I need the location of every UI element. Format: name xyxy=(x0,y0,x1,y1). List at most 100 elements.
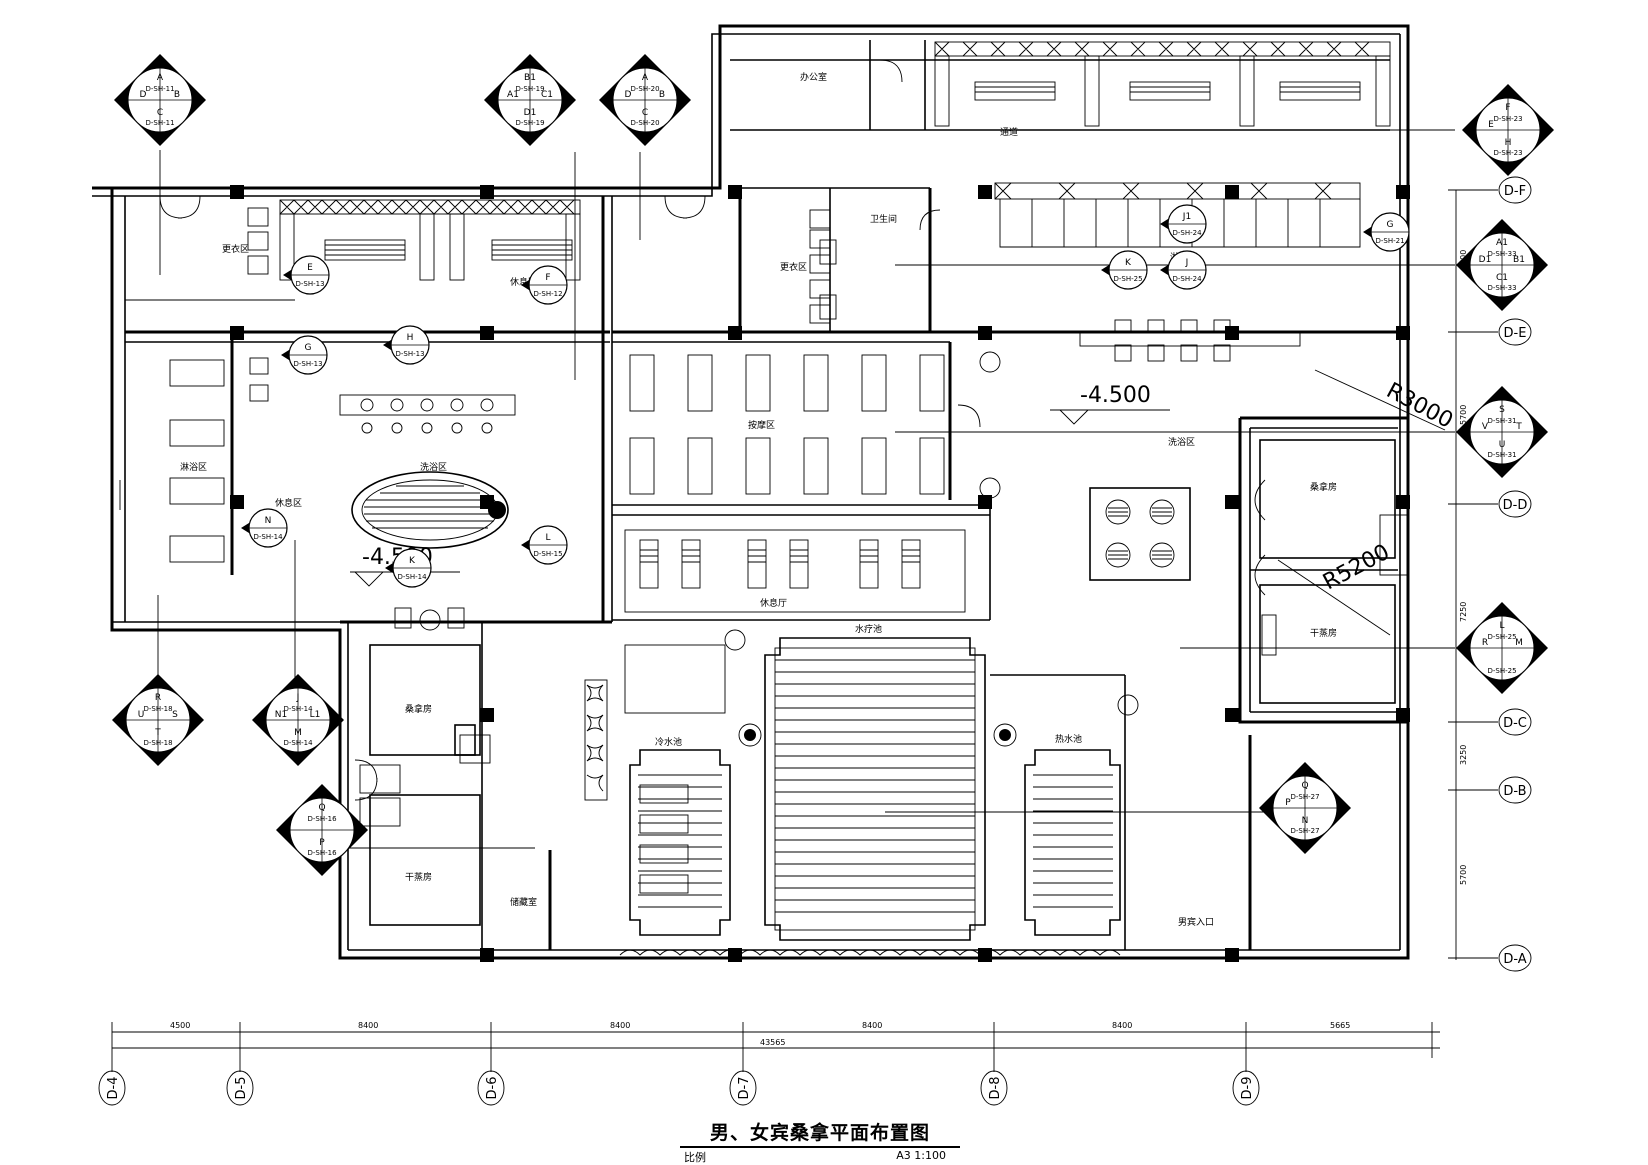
tag-code: D-SH-20 xyxy=(630,85,659,93)
tag-letter-top: F xyxy=(1505,103,1510,113)
section-marker: L D-SH-15 xyxy=(521,525,568,565)
room-label: 通道 xyxy=(1000,126,1018,138)
marker-code: D-SH-25 xyxy=(1113,275,1142,283)
level-mark-right: -4.500 xyxy=(1050,383,1170,425)
marker-code: D-SH-13 xyxy=(295,280,324,288)
room-label: 洗浴区 xyxy=(420,461,447,473)
marker-letter: H xyxy=(407,333,414,343)
tag-letter-top: A xyxy=(642,73,649,83)
tag-letter-bottom: M xyxy=(294,728,302,738)
tag-letter-bottom: C xyxy=(157,108,163,118)
marker-code: D-SH-14 xyxy=(397,573,427,581)
interior-walls xyxy=(125,40,1408,950)
tag-letter-bottom: D1 xyxy=(524,108,537,118)
lockers xyxy=(279,41,1391,281)
tag-code: D-SH-31 xyxy=(1487,451,1516,459)
drawing-title: 男、女宾桑拿平面布置图 xyxy=(709,1122,930,1144)
tag-letter-right: T xyxy=(1515,422,1522,432)
tag-code: D-SH-31 xyxy=(1487,417,1516,425)
axis-col-label: D-9 xyxy=(1240,1077,1255,1100)
tag-code: D-SH-27 xyxy=(1290,827,1319,835)
axis-col-label: D-5 xyxy=(234,1077,249,1100)
section-marker: JD-SH-24 xyxy=(1160,250,1207,290)
axis-row-label: D-A xyxy=(1503,952,1526,967)
tag-letter-left: D xyxy=(625,90,632,100)
radius-label-2: R5200 xyxy=(1319,540,1394,596)
tag-letter-top: R xyxy=(155,693,161,703)
tag-letter-top: Q xyxy=(1301,781,1308,791)
tag-letter-right: B xyxy=(659,90,665,100)
tag-code: D-SH-25 xyxy=(1487,633,1516,641)
room-label: 干蒸房 xyxy=(1310,627,1337,639)
marker-code: D-SH-12 xyxy=(533,290,562,298)
dim-v-4: 3250 xyxy=(1459,745,1468,765)
tag-letter-top: Q xyxy=(318,803,325,813)
marker-letter: K xyxy=(409,556,416,566)
tag-letter-left: A1 xyxy=(507,90,519,100)
dim-v-5: 5700 xyxy=(1459,865,1468,885)
tag-code: D-SH-16 xyxy=(307,815,337,823)
section-marker: GD-SH-21 xyxy=(1363,212,1410,252)
marker-arrow-icon xyxy=(1363,227,1371,237)
tag-code: D-SH-27 xyxy=(1290,793,1319,801)
tag-letter-bottom: H xyxy=(1505,138,1512,148)
section-marker: H D-SH-13 xyxy=(383,325,430,365)
tag-letter-top: L xyxy=(1499,621,1504,631)
tag-code: D-SH-14 xyxy=(283,739,313,747)
marker-arrow-icon xyxy=(1160,219,1168,229)
marker-letter: F xyxy=(545,273,550,283)
dim-h-5: 8400 xyxy=(1112,1021,1132,1030)
room-label: 淋浴区 xyxy=(180,461,207,473)
room-label: 热水池 xyxy=(1055,733,1082,745)
room-label: 桑拿房 xyxy=(405,703,432,715)
section-marker: F D-SH-12 xyxy=(521,265,568,305)
tag-letter-right: C1 xyxy=(541,90,553,100)
tag-letter-right: L1 xyxy=(310,710,321,720)
marker-letter: L xyxy=(545,533,550,543)
tag-letter-bottom: T xyxy=(154,728,161,738)
marker-letter: K xyxy=(1125,258,1132,268)
tag-letter-bottom: N xyxy=(1302,816,1309,826)
marker-code: D-SH-13 xyxy=(395,350,424,358)
marker-arrow-icon xyxy=(281,350,289,360)
tag-code: D-SH-11 xyxy=(145,119,174,127)
marker-arrow-icon xyxy=(241,523,249,533)
room-label: 洗浴区 xyxy=(1168,436,1195,448)
tag-letter-left: R xyxy=(1482,638,1488,648)
scale-value: A3 1:100 xyxy=(896,1149,946,1162)
tag-code: D-SH-19 xyxy=(515,119,544,127)
room-label: 桑拿房 xyxy=(1310,481,1337,493)
tag-code: D-SH-23 xyxy=(1493,149,1522,157)
marker-letter: J xyxy=(1185,258,1189,268)
axis-col-label: D-4 xyxy=(106,1077,121,1100)
vanities xyxy=(247,207,1301,434)
title-underline xyxy=(680,1146,960,1148)
tag-letter-bottom: P xyxy=(319,838,325,848)
marker-code: D-SH-13 xyxy=(293,360,322,368)
room-label: 卫生间 xyxy=(870,213,897,225)
tag-code: D-SH-19 xyxy=(515,85,544,93)
axis-col-label: D-8 xyxy=(988,1077,1003,1100)
elevation-tag: QPD-SH-16D-SH-16 xyxy=(276,784,368,876)
tag-letter-top: A xyxy=(157,73,164,83)
tag-code: D-SH-20 xyxy=(630,119,659,127)
plants xyxy=(394,351,1139,956)
tag-letter-left: N1 xyxy=(275,710,287,720)
tag-code: D-SH-23 xyxy=(1493,115,1522,123)
dim-v-3: 7250 xyxy=(1459,602,1468,622)
tag-letter-bottom: U xyxy=(1499,440,1506,450)
tag-letter-top: A1 xyxy=(1496,238,1508,248)
section-marker: ND-SH-14 xyxy=(241,508,288,548)
steam-rooms xyxy=(359,439,1409,926)
pools xyxy=(351,471,1191,941)
dim-h-1: 4500 xyxy=(170,1021,190,1030)
marker-code: D-SH-15 xyxy=(533,550,562,558)
tag-letter-left: V xyxy=(1482,422,1489,432)
